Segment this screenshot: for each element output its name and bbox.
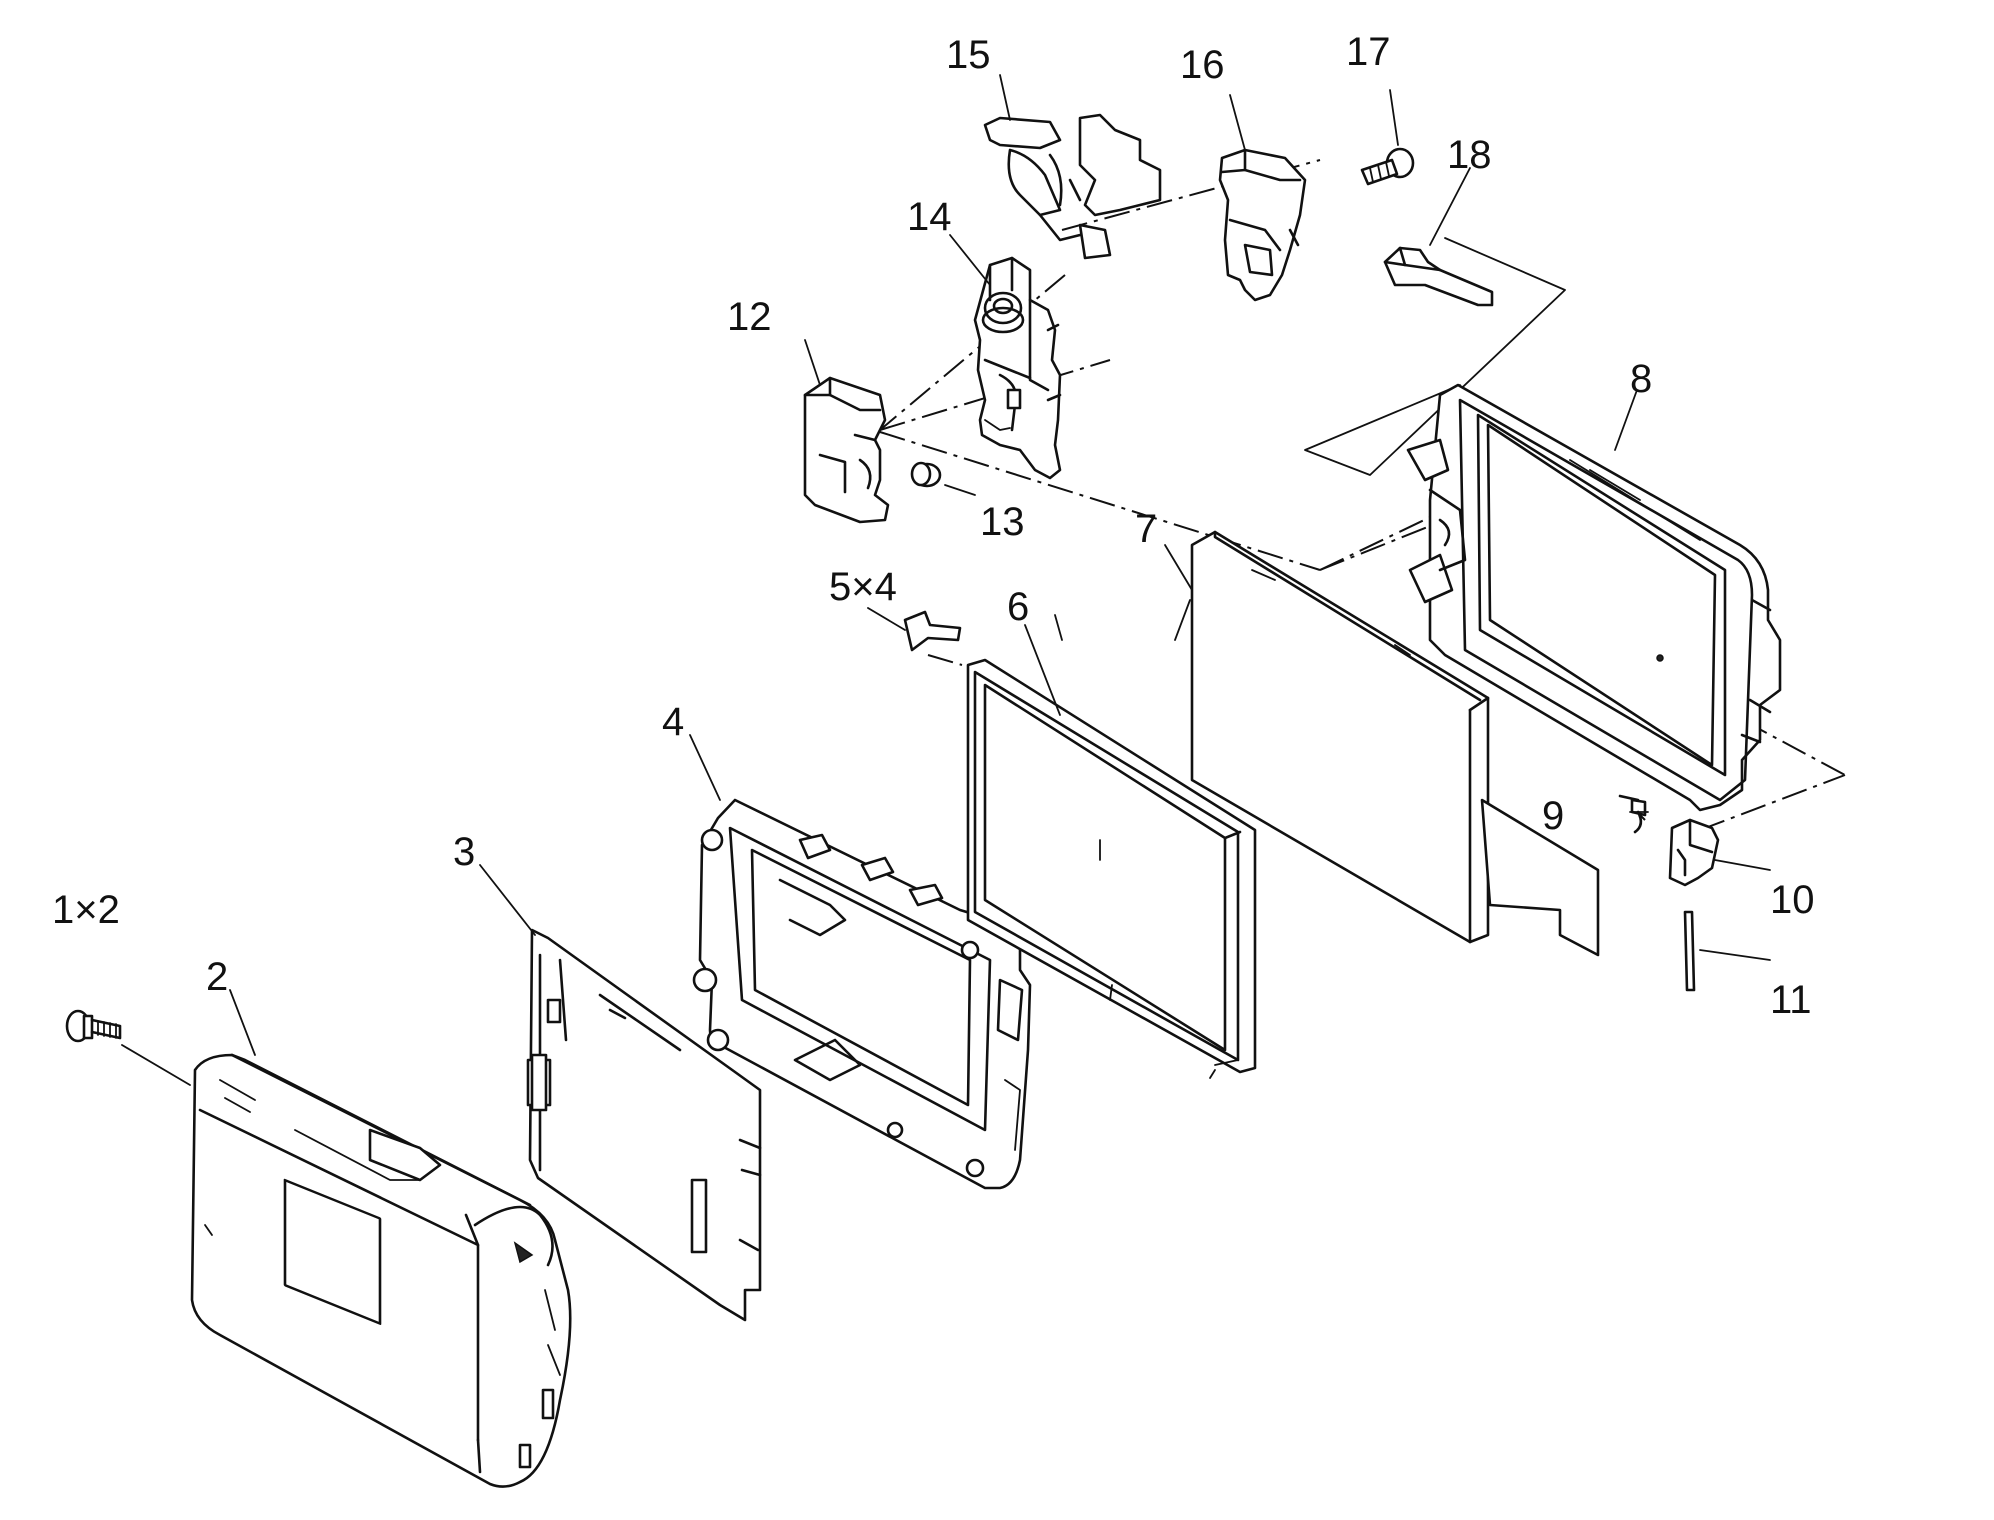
part-10-latch xyxy=(1668,818,1720,887)
callout-label-11: 11 xyxy=(1770,978,1812,1022)
part-3-circuit-board xyxy=(526,928,762,1322)
part-15-flex-cable xyxy=(983,74,1162,260)
part-4-metal-frame xyxy=(692,798,1032,1190)
part-6-lcd-panel xyxy=(966,614,1257,1079)
callout-label-8: 8 xyxy=(1630,357,1652,401)
part-14-hinge-assembly xyxy=(949,234,1062,480)
callout-label-5: 5×4 xyxy=(829,565,897,609)
part-9-spring xyxy=(1618,794,1647,834)
leader-lines xyxy=(229,389,1771,1056)
callout-label-10: 10 xyxy=(1770,878,1815,922)
callout-label-7: 7 xyxy=(1135,507,1157,551)
part-8-front-bezel xyxy=(1406,383,1782,812)
part-12-hinge-cover xyxy=(803,339,890,524)
callout-label-6: 6 xyxy=(1007,585,1029,629)
part-13-washer xyxy=(910,461,976,496)
part-17-screw xyxy=(1360,89,1415,186)
part-18-bracket xyxy=(1383,167,1494,307)
part-1-screw xyxy=(65,1009,191,1086)
callout-label-14: 14 xyxy=(907,195,952,239)
callout-label-17: 17 xyxy=(1346,30,1391,74)
callout-label-1: 1×2 xyxy=(52,888,120,932)
callout-label-18: 18 xyxy=(1447,133,1492,177)
callout-label-12: 12 xyxy=(727,295,772,339)
part-11-pin xyxy=(1683,910,1696,992)
callout-labels: 1×2 2 3 4 5×4 6 7 8 9 10 11 12 13 14 15 … xyxy=(52,30,1815,1022)
callout-label-4: 4 xyxy=(662,700,684,744)
callout-label-13: 13 xyxy=(980,500,1025,544)
part-5-clip xyxy=(867,607,962,652)
callout-label-16: 16 xyxy=(1180,43,1225,87)
callout-label-15: 15 xyxy=(946,33,991,77)
callout-label-3: 3 xyxy=(453,830,475,874)
callout-label-9: 9 xyxy=(1542,794,1564,838)
callout-label-2: 2 xyxy=(206,955,228,999)
part-2-rear-cover xyxy=(190,1053,572,1488)
part-7-backlight xyxy=(1174,530,1600,957)
part-16-hinge-cap xyxy=(1218,94,1307,302)
